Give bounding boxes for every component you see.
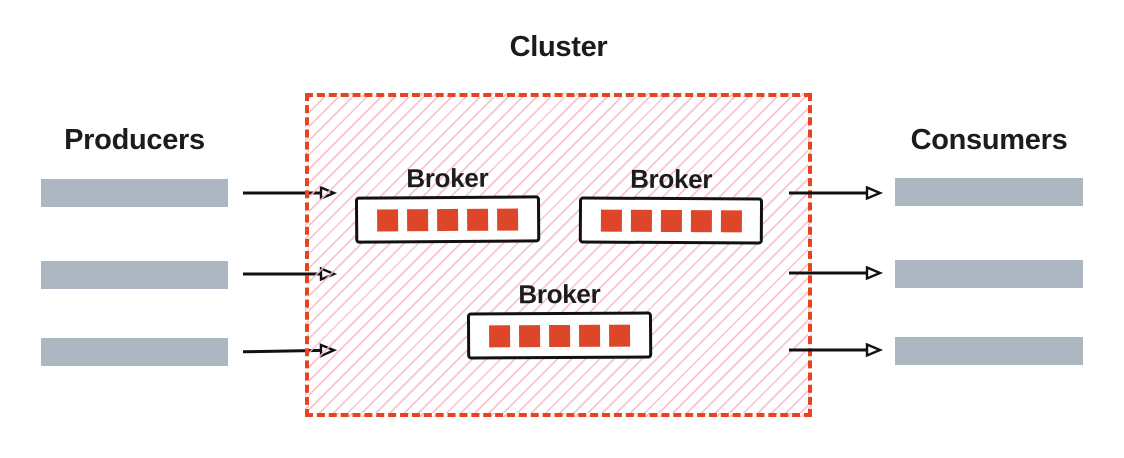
partition-square — [519, 324, 541, 347]
partition-square — [407, 208, 429, 231]
partition-square — [579, 324, 601, 347]
consumers-bars — [895, 178, 1083, 368]
consumer-bar — [895, 337, 1083, 365]
partition-square — [690, 209, 712, 232]
broker-1: Broker — [354, 162, 541, 244]
partition-square — [497, 208, 519, 231]
consumer-bar — [895, 178, 1083, 206]
producers-bars — [41, 179, 228, 369]
consumers-label: Consumers — [910, 124, 1068, 156]
arrow-consumer-2-icon — [789, 265, 884, 281]
producer-bar — [41, 261, 228, 289]
broker-2-label: Broker — [630, 163, 713, 195]
partition-square — [549, 324, 571, 347]
partition-square — [609, 324, 631, 347]
producer-bar — [41, 179, 228, 207]
broker-1-box — [354, 195, 541, 244]
arrow-consumer-3-icon — [789, 342, 884, 358]
broker-3: Broker — [466, 278, 653, 360]
cluster-box: Broker Broker Broker — [305, 93, 812, 417]
partition-square — [377, 208, 399, 231]
broker-2-box — [578, 196, 764, 245]
producers-label: Producers — [64, 124, 205, 156]
broker-1-label: Broker — [406, 162, 489, 194]
partition-square — [600, 209, 622, 232]
partition-square — [630, 209, 652, 232]
broker-3-box — [466, 311, 653, 360]
arrow-consumer-1-icon — [789, 185, 884, 201]
partition-square — [467, 208, 489, 231]
consumer-bar — [895, 260, 1083, 288]
broker-3-label: Broker — [518, 278, 601, 310]
broker-2: Broker — [578, 163, 764, 245]
partition-square — [660, 209, 682, 232]
partition-square — [437, 208, 459, 231]
cluster-title: Cluster — [509, 31, 608, 63]
partition-square — [720, 209, 742, 232]
producer-bar — [41, 338, 228, 366]
partition-square — [489, 324, 511, 347]
